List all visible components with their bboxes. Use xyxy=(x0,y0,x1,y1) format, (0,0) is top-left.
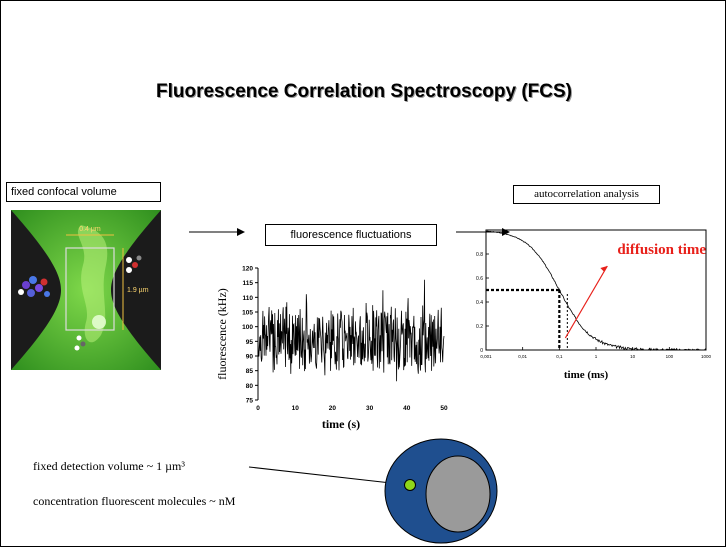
x-tick-label: 0,1 xyxy=(556,354,563,359)
slide-title: Fluorescence Correlation Spectroscopy (F… xyxy=(156,81,572,102)
concentration-text: concentration fluorescent molecules ~ nM xyxy=(33,494,236,508)
y-tick-label: 80 xyxy=(246,383,254,390)
y-tick-label: 0 xyxy=(480,348,483,354)
x-tick-label: 0 xyxy=(256,405,260,412)
y-tick-label: 75 xyxy=(246,398,254,405)
x-tick-label: 0,01 xyxy=(518,354,527,359)
label-fixed-confocal-volume: fixed confocal volume xyxy=(6,182,161,202)
label-autocorrelation-analysis: autocorrelation analysis xyxy=(513,185,660,204)
confocal-micrograph: 0.4 µm 1.9 µm xyxy=(11,210,161,370)
x-tick-label: 40 xyxy=(403,405,411,412)
fluorescence-glow xyxy=(77,225,108,343)
molecule-small-right xyxy=(126,255,142,273)
y-tick-label: 90 xyxy=(246,354,254,361)
pointer-line xyxy=(248,466,410,486)
x-tick-label: 50 xyxy=(440,405,448,412)
x-tick-label: 10 xyxy=(292,405,300,412)
diffusion-time-label: diffusion time xyxy=(617,242,706,258)
fluorescence-series xyxy=(257,279,445,382)
y-tick-label: 110 xyxy=(243,295,254,302)
inner-ellipse xyxy=(425,455,491,533)
diffusion-arrow-head xyxy=(600,266,608,272)
y-tick-label: 120 xyxy=(242,266,253,273)
y-tick-label: 100 xyxy=(242,324,253,331)
height-label: 1.9 µm xyxy=(127,287,149,294)
fluorescent-molecule xyxy=(404,479,416,491)
y-tick-label: 85 xyxy=(246,368,254,375)
x-axis-label: time (s) xyxy=(322,417,360,431)
autocorrelation-series xyxy=(485,230,707,351)
y-tick-label: 0.6 xyxy=(476,276,483,282)
diffusion-arrow xyxy=(564,265,608,339)
y-tick-label: 0.4 xyxy=(476,300,483,306)
bright-spot xyxy=(92,315,106,329)
x-tick-label: 0,001 xyxy=(480,354,492,359)
volume-rectangle xyxy=(65,247,115,331)
detection-volume-diagram xyxy=(248,438,498,544)
x-tick-label: 1 xyxy=(595,354,598,359)
x-tick-label: 1000 xyxy=(701,354,712,359)
x-tick-label: 20 xyxy=(329,405,337,412)
arrow-to-fluctuations xyxy=(189,228,245,236)
x-tick-label: 30 xyxy=(366,405,374,412)
x-axis-label: time (ms) xyxy=(564,369,609,381)
label-fluorescence-fluctuations: fluorescence fluctuations xyxy=(265,224,437,246)
width-label: 0.4 µm xyxy=(79,226,101,233)
x-tick-label: 10 xyxy=(630,354,636,359)
detection-volume-text: fixed detection volume ~ 1 µm³ xyxy=(33,459,185,473)
molecule-purple xyxy=(18,276,50,297)
y-axis-label: fluorescence (kHz) xyxy=(215,288,229,380)
autocorrelation-chart: 0 0.2 0.4 0.6 0.8 0,001 0,01 0,1 1 10 100 1000 time … xyxy=(476,229,712,381)
fluorescence-trace-chart: 75 80 85 90 95 100 105 110 115 120 0 10 20 30 40 50 time… xyxy=(215,266,448,432)
y-tick-label: 115 xyxy=(243,280,254,287)
molecule-small-bottom xyxy=(74,335,86,351)
y-tick-label: 105 xyxy=(242,310,253,317)
y-tick-label: 0.2 xyxy=(476,324,483,330)
y-tick-label: 0.8 xyxy=(476,252,483,258)
x-tick-label: 100 xyxy=(666,354,674,359)
y-tick-label: 95 xyxy=(246,339,254,346)
